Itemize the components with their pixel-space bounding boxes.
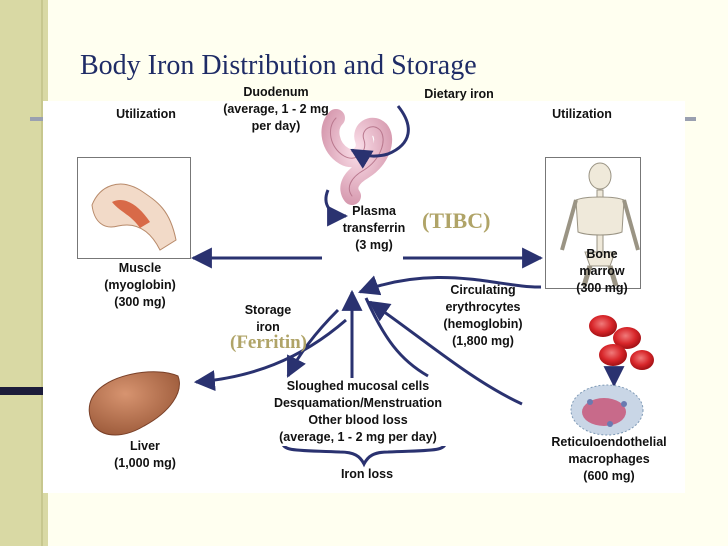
muscle-label: Muscle(myoglobin)(300 mg) xyxy=(104,261,176,309)
iron-loss-label: Iron loss xyxy=(340,467,394,481)
dietary-iron-label: Dietary iron xyxy=(424,87,494,101)
ferritin-label: (Ferritin) xyxy=(230,332,308,353)
macrophage-illustration xyxy=(570,384,644,436)
skeleton-illustration xyxy=(560,162,640,287)
muscle-illustration xyxy=(91,183,177,251)
utilization-left-label: Utilization xyxy=(116,107,176,121)
liver-illustration xyxy=(88,371,180,436)
duodenum-illustration xyxy=(321,109,393,205)
liver-label: Liver(1,000 mg) xyxy=(114,439,176,470)
sidebar-divider xyxy=(41,0,43,546)
slide-title: Body Iron Distribution and Storage xyxy=(80,50,477,81)
erythrocytes-illustration xyxy=(589,315,654,370)
title-rule-right xyxy=(676,117,696,121)
title-rule-left xyxy=(30,117,50,121)
tibc-label: (TIBC) xyxy=(422,208,491,233)
slide-sidebar xyxy=(0,0,48,546)
utilization-right-label: Utilization xyxy=(552,107,612,121)
sidebar-stripe xyxy=(0,387,48,395)
